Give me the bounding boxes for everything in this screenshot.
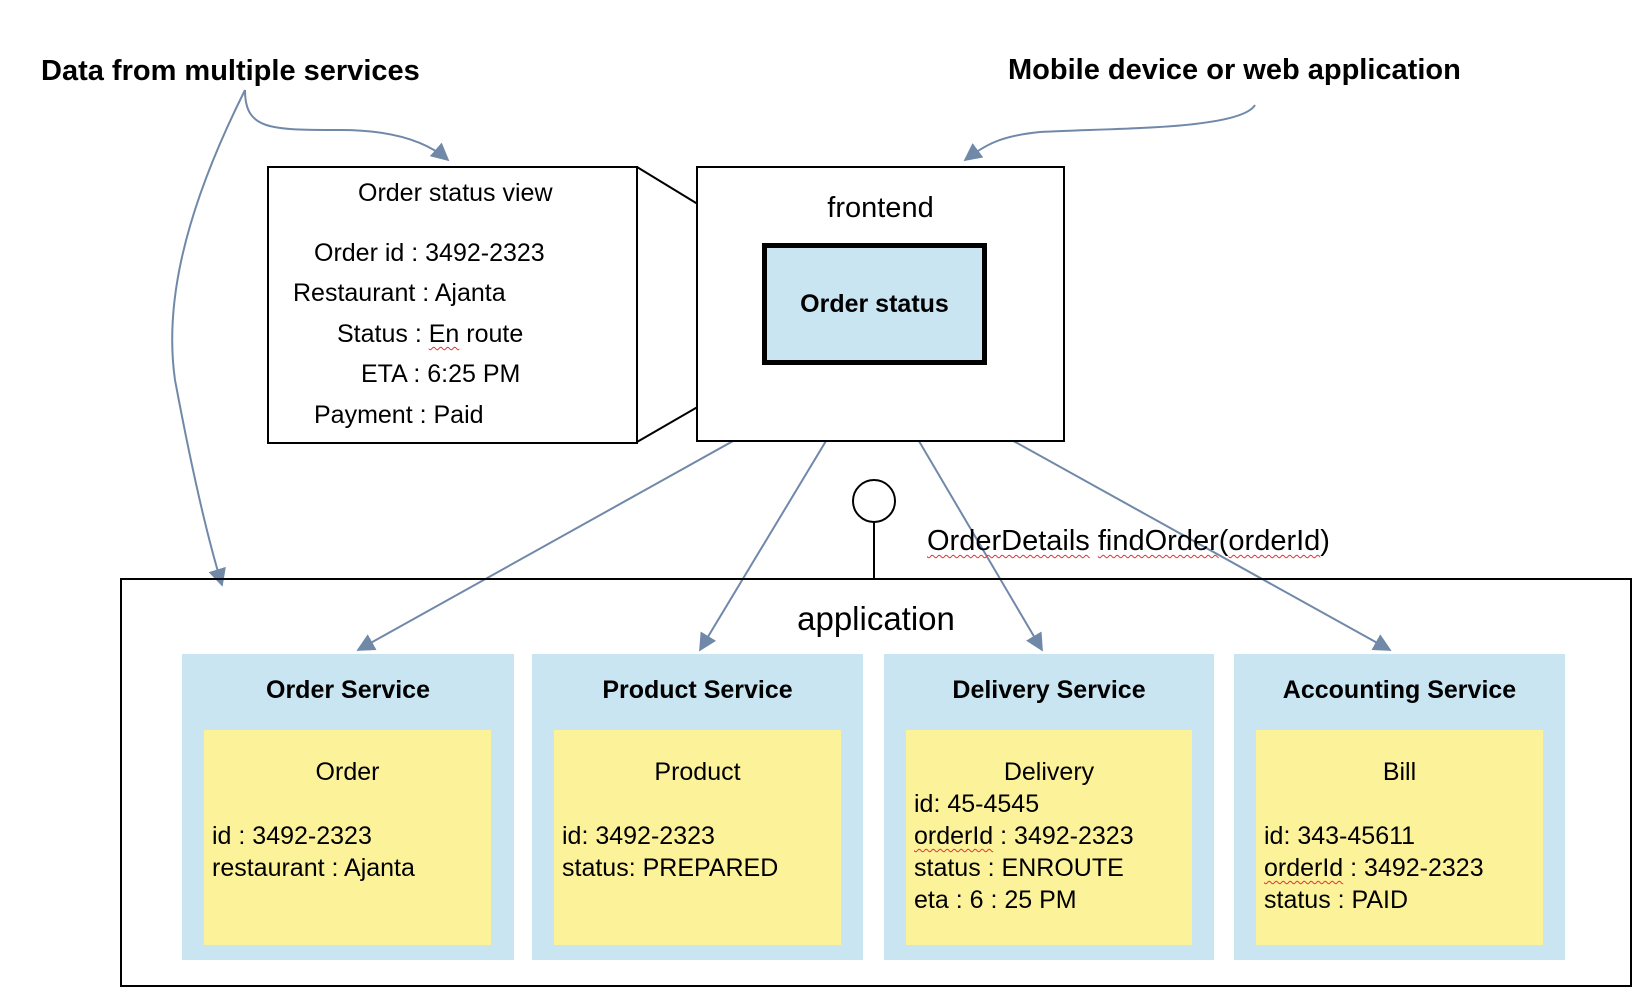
order-status-component: Order status bbox=[762, 243, 987, 365]
product-entity-status: status: PREPARED bbox=[562, 854, 779, 882]
annotation-arrow-frontend bbox=[963, 104, 1256, 162]
order-status-view: Order status view Order id : 3492-2323 R… bbox=[267, 166, 638, 444]
interface-signature: OrderDetails findOrder(orderId) bbox=[927, 525, 1330, 558]
order-entity-title: Order bbox=[315, 758, 380, 786]
product-entity-title: Product bbox=[654, 758, 741, 786]
delivery-entity-eta: eta : 6 : 25 PM bbox=[914, 886, 1077, 914]
application-box: application bbox=[120, 578, 1632, 987]
bill-entity-title: Bill bbox=[1382, 758, 1417, 786]
delivery-entity-id: id: 45-4545 bbox=[914, 790, 1040, 818]
interface-lollipop-circle bbox=[852, 479, 896, 523]
interface-close-paren: ) bbox=[1320, 525, 1330, 557]
delivery-entity-title: Delivery bbox=[1003, 758, 1095, 786]
view-order-id: Order id : 3492-2323 bbox=[314, 239, 545, 267]
bill-entity-id: id: 343-45611 bbox=[1264, 822, 1416, 850]
order-entity: Order id : 3492-2323 restaurant : Ajanta bbox=[204, 730, 491, 945]
view-status-value-marked: En bbox=[428, 320, 460, 348]
delivery-service: Delivery Service Delivery id: 45-4545 or… bbox=[884, 654, 1214, 960]
application-title: application bbox=[797, 600, 955, 637]
delivery-entity-order-id-key: orderId bbox=[914, 822, 994, 850]
bill-entity: Bill id: 343-45611 orderId : 3492-2323 s… bbox=[1256, 730, 1543, 945]
accounting-service-title: Accounting Service bbox=[1282, 676, 1517, 704]
view-status-value-rest: route bbox=[459, 320, 524, 348]
view-restaurant: Restaurant : Ajanta bbox=[293, 279, 506, 307]
bill-entity-order-id-value: : 3492-2323 bbox=[1343, 854, 1484, 882]
order-status-component-label: Order status bbox=[800, 290, 949, 318]
interface-method-name: findOrder bbox=[1097, 525, 1219, 557]
interface-param: orderId bbox=[1228, 525, 1321, 557]
delivery-entity-order-id-value: : 3492-2323 bbox=[993, 822, 1134, 850]
annotation-right: Mobile device or web application bbox=[1008, 54, 1461, 86]
accounting-service: Accounting Service Bill id: 343-45611 or… bbox=[1234, 654, 1565, 960]
delivery-entity-status: status : ENROUTE bbox=[914, 854, 1124, 882]
product-service: Product Service Product id: 3492-2323 st… bbox=[532, 654, 863, 960]
order-entity-id: id : 3492-2323 bbox=[212, 822, 372, 850]
bill-entity-order-id-key: orderId bbox=[1264, 854, 1344, 882]
order-entity-restaurant: restaurant : Ajanta bbox=[212, 854, 415, 882]
interface-return-type: OrderDetails bbox=[927, 525, 1090, 557]
delivery-entity: Delivery id: 45-4545 orderId : 3492-2323… bbox=[906, 730, 1192, 945]
frontend-title: frontend bbox=[827, 192, 934, 224]
view-eta: ETA : 6:25 PM bbox=[361, 360, 521, 388]
product-entity: Product id: 3492-2323 status: PREPARED bbox=[554, 730, 841, 945]
bill-entity-status: status : PAID bbox=[1264, 886, 1409, 914]
product-entity-id: id: 3492-2323 bbox=[562, 822, 715, 850]
order-service: Order Service Order id : 3492-2323 resta… bbox=[182, 654, 514, 960]
view-payment: Payment : Paid bbox=[314, 401, 484, 429]
order-service-title: Order Service bbox=[266, 676, 430, 704]
annotation-left: Data from multiple services bbox=[41, 55, 420, 87]
bill-entity-order-id: orderId : 3492-2323 bbox=[1264, 854, 1484, 883]
delivery-entity-order-id: orderId : 3492-2323 bbox=[914, 822, 1134, 851]
delivery-service-title: Delivery Service bbox=[952, 676, 1146, 704]
annotation-arrow-application bbox=[171, 89, 246, 587]
view-status-prefix: Status : bbox=[337, 320, 429, 348]
interface-open-paren: ( bbox=[1218, 525, 1229, 557]
order-status-view-title: Order status view bbox=[358, 179, 553, 207]
annotation-arrow-view bbox=[244, 89, 450, 162]
view-status: Status : En route bbox=[337, 320, 523, 349]
product-service-title: Product Service bbox=[602, 676, 793, 704]
